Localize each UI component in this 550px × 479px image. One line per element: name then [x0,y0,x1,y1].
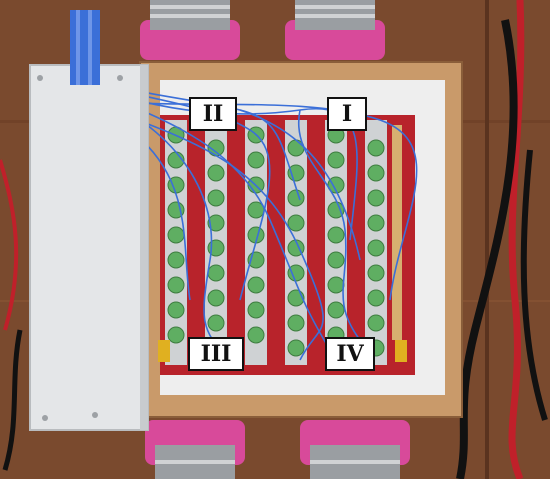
label-string-iv: IV [325,337,375,371]
label-string-ii: II [189,97,237,131]
red-cable-left [0,159,19,331]
wood-seam [485,0,489,479]
screw-top-left [37,75,43,81]
terminal-right [395,340,407,362]
fan-top-left [140,0,240,60]
screw-top-right [117,75,123,81]
fan-bottom-right [300,420,410,479]
white-cover-panel [29,64,149,431]
fan-bottom-left [145,420,245,479]
wire-bundle-top [70,10,100,85]
black-cable-left [2,329,23,471]
screw-bottom-right [92,412,98,418]
wire-bundle-highlight [76,10,80,85]
fan-top-right [285,0,385,60]
red-cable-right [508,0,525,479]
black-cable-right-1 [456,19,518,479]
terminal-bar-right [392,125,402,340]
label-string-i: I [327,97,367,131]
terminal-left [158,340,170,362]
label-string-iii: III [188,337,244,371]
screw-bottom-left [42,415,48,421]
white-cover-shadow [140,65,148,430]
wire-bundle-highlight-2 [88,10,92,85]
black-cable-right-2 [520,149,548,421]
